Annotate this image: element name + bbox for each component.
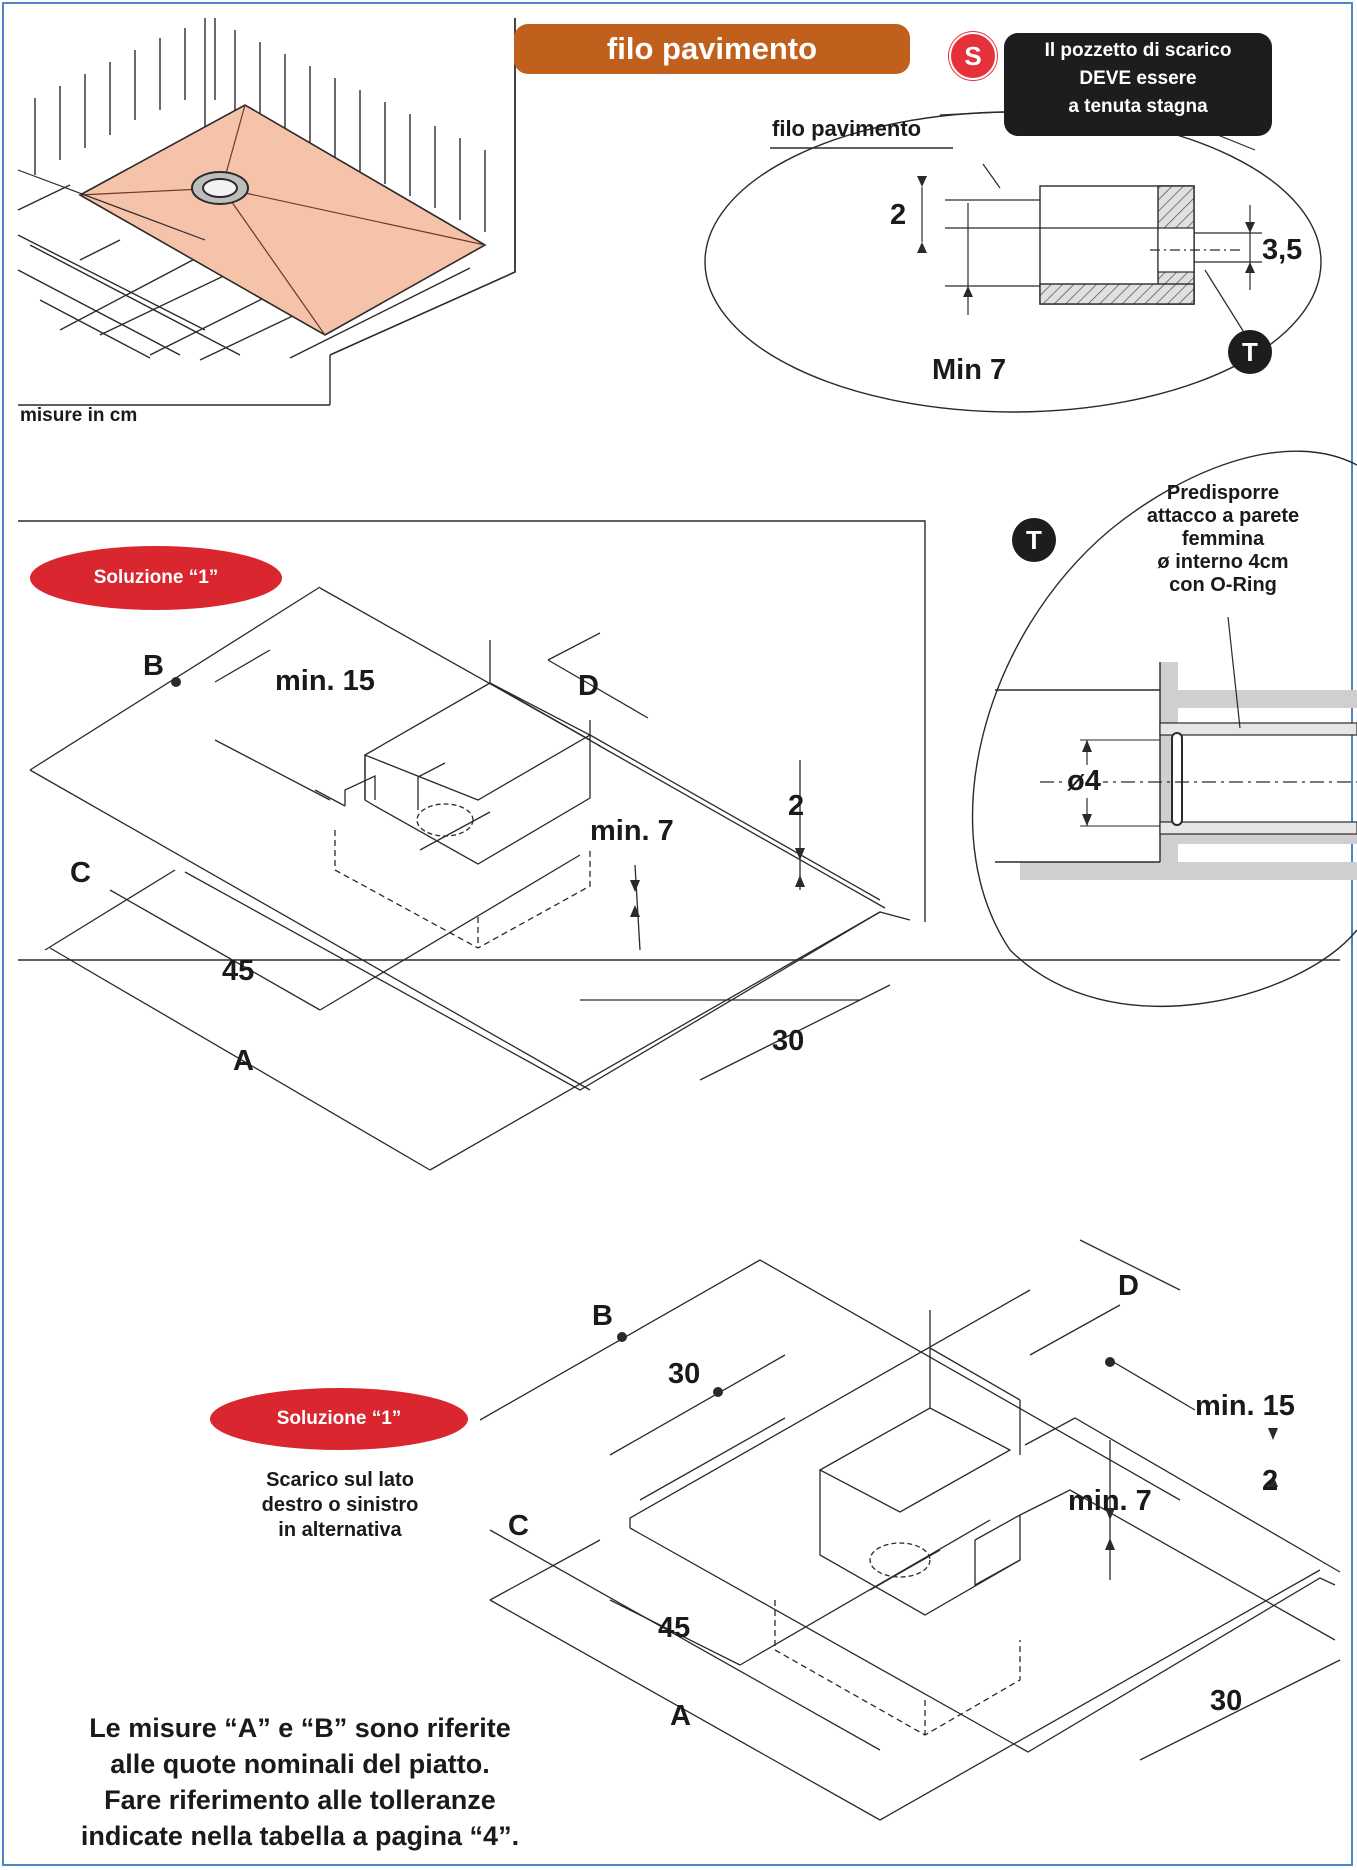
solution2-caption: Scarico sul lato destro o sinistro in al…: [230, 1468, 450, 1543]
detail-floor-label: filo pavimento: [772, 116, 922, 141]
warning-line-3: a tenuta stagna: [1068, 96, 1208, 117]
s2-dim-2: 2: [1262, 1465, 1279, 1497]
dim-3-5: 3,5: [1262, 234, 1303, 266]
footer-note: Le misure “A” e “B” sono riferite alle q…: [20, 1710, 580, 1854]
footer-line-2: alle quote nominali del piatto.: [110, 1749, 490, 1779]
warning-line-2: DEVE essere: [1079, 68, 1197, 89]
t-badge-top: T: [1228, 330, 1272, 374]
floor-level-banner: filo pavimento: [514, 24, 910, 74]
warning-box: Il pozzetto di scarico DEVE essere a ten…: [1004, 33, 1272, 136]
solution1-drawing: [29, 586, 911, 1171]
solution1-pill: Soluzione “1”: [30, 546, 282, 610]
t-note-line-1: Predisporre: [1166, 482, 1280, 504]
t-note-line-5: con O-Ring: [1169, 574, 1277, 596]
s2-dim-45: 45: [658, 1612, 691, 1644]
dim-2-top: 2: [890, 199, 907, 231]
s2-caption-line-3: in alternativa: [278, 1519, 402, 1541]
t-note-line-4: ø interno 4cm: [1157, 551, 1289, 573]
footer-line-3: Fare riferimento alle tolleranze: [104, 1785, 496, 1815]
s1-dim-45: 45: [222, 955, 255, 987]
t-note-line-2: attacco a parete: [1146, 505, 1300, 527]
s1-min7: min. 7: [590, 815, 674, 847]
shower-tray-illustration: [17, 18, 516, 406]
s2-dim-30: 30: [1210, 1685, 1243, 1717]
units-label: misure in cm: [20, 405, 138, 426]
s2-label-D: D: [1118, 1270, 1139, 1302]
t-detail-note: Predisporre attacco a parete femmina ø i…: [1098, 482, 1348, 597]
t-note-line-3: femmina: [1181, 528, 1265, 550]
s2-dim-30-top: 30: [668, 1358, 701, 1390]
s2-caption-line-1: Scarico sul lato: [266, 1469, 414, 1491]
s1-label-D: D: [578, 670, 599, 702]
s2-label-B: B: [592, 1300, 613, 1332]
s2-label-A: A: [670, 1700, 691, 1732]
solution2-drawing: [479, 1239, 1341, 1821]
s1-label-A: A: [233, 1045, 254, 1077]
diameter-label: ø4: [1065, 765, 1103, 798]
solution2-pill: Soluzione “1”: [210, 1388, 468, 1450]
s2-min7: min. 7: [1068, 1485, 1152, 1517]
s1-min15: min. 15: [275, 665, 375, 697]
shower-tray: [78, 104, 487, 336]
warning-line-1: Il pozzetto di scarico: [1044, 40, 1232, 61]
s1-dim-2: 2: [788, 790, 805, 822]
footer-line-1: Le misure “A” e “B” sono riferite: [89, 1713, 511, 1743]
s2-caption-line-2: destro o sinistro: [261, 1494, 419, 1516]
t-badge-detail: T: [1012, 518, 1056, 562]
s1-label-B: B: [143, 650, 164, 682]
s2-label-C: C: [508, 1510, 529, 1542]
footer-line-4: indicate nella tabella a pagina “4”.: [80, 1821, 520, 1851]
dim-min7-top: Min 7: [932, 354, 1007, 386]
warning-s-badge: S: [949, 32, 997, 80]
s2-min15: min. 15: [1195, 1390, 1295, 1422]
s1-label-C: C: [70, 857, 91, 889]
s1-dim-30: 30: [772, 1025, 805, 1057]
